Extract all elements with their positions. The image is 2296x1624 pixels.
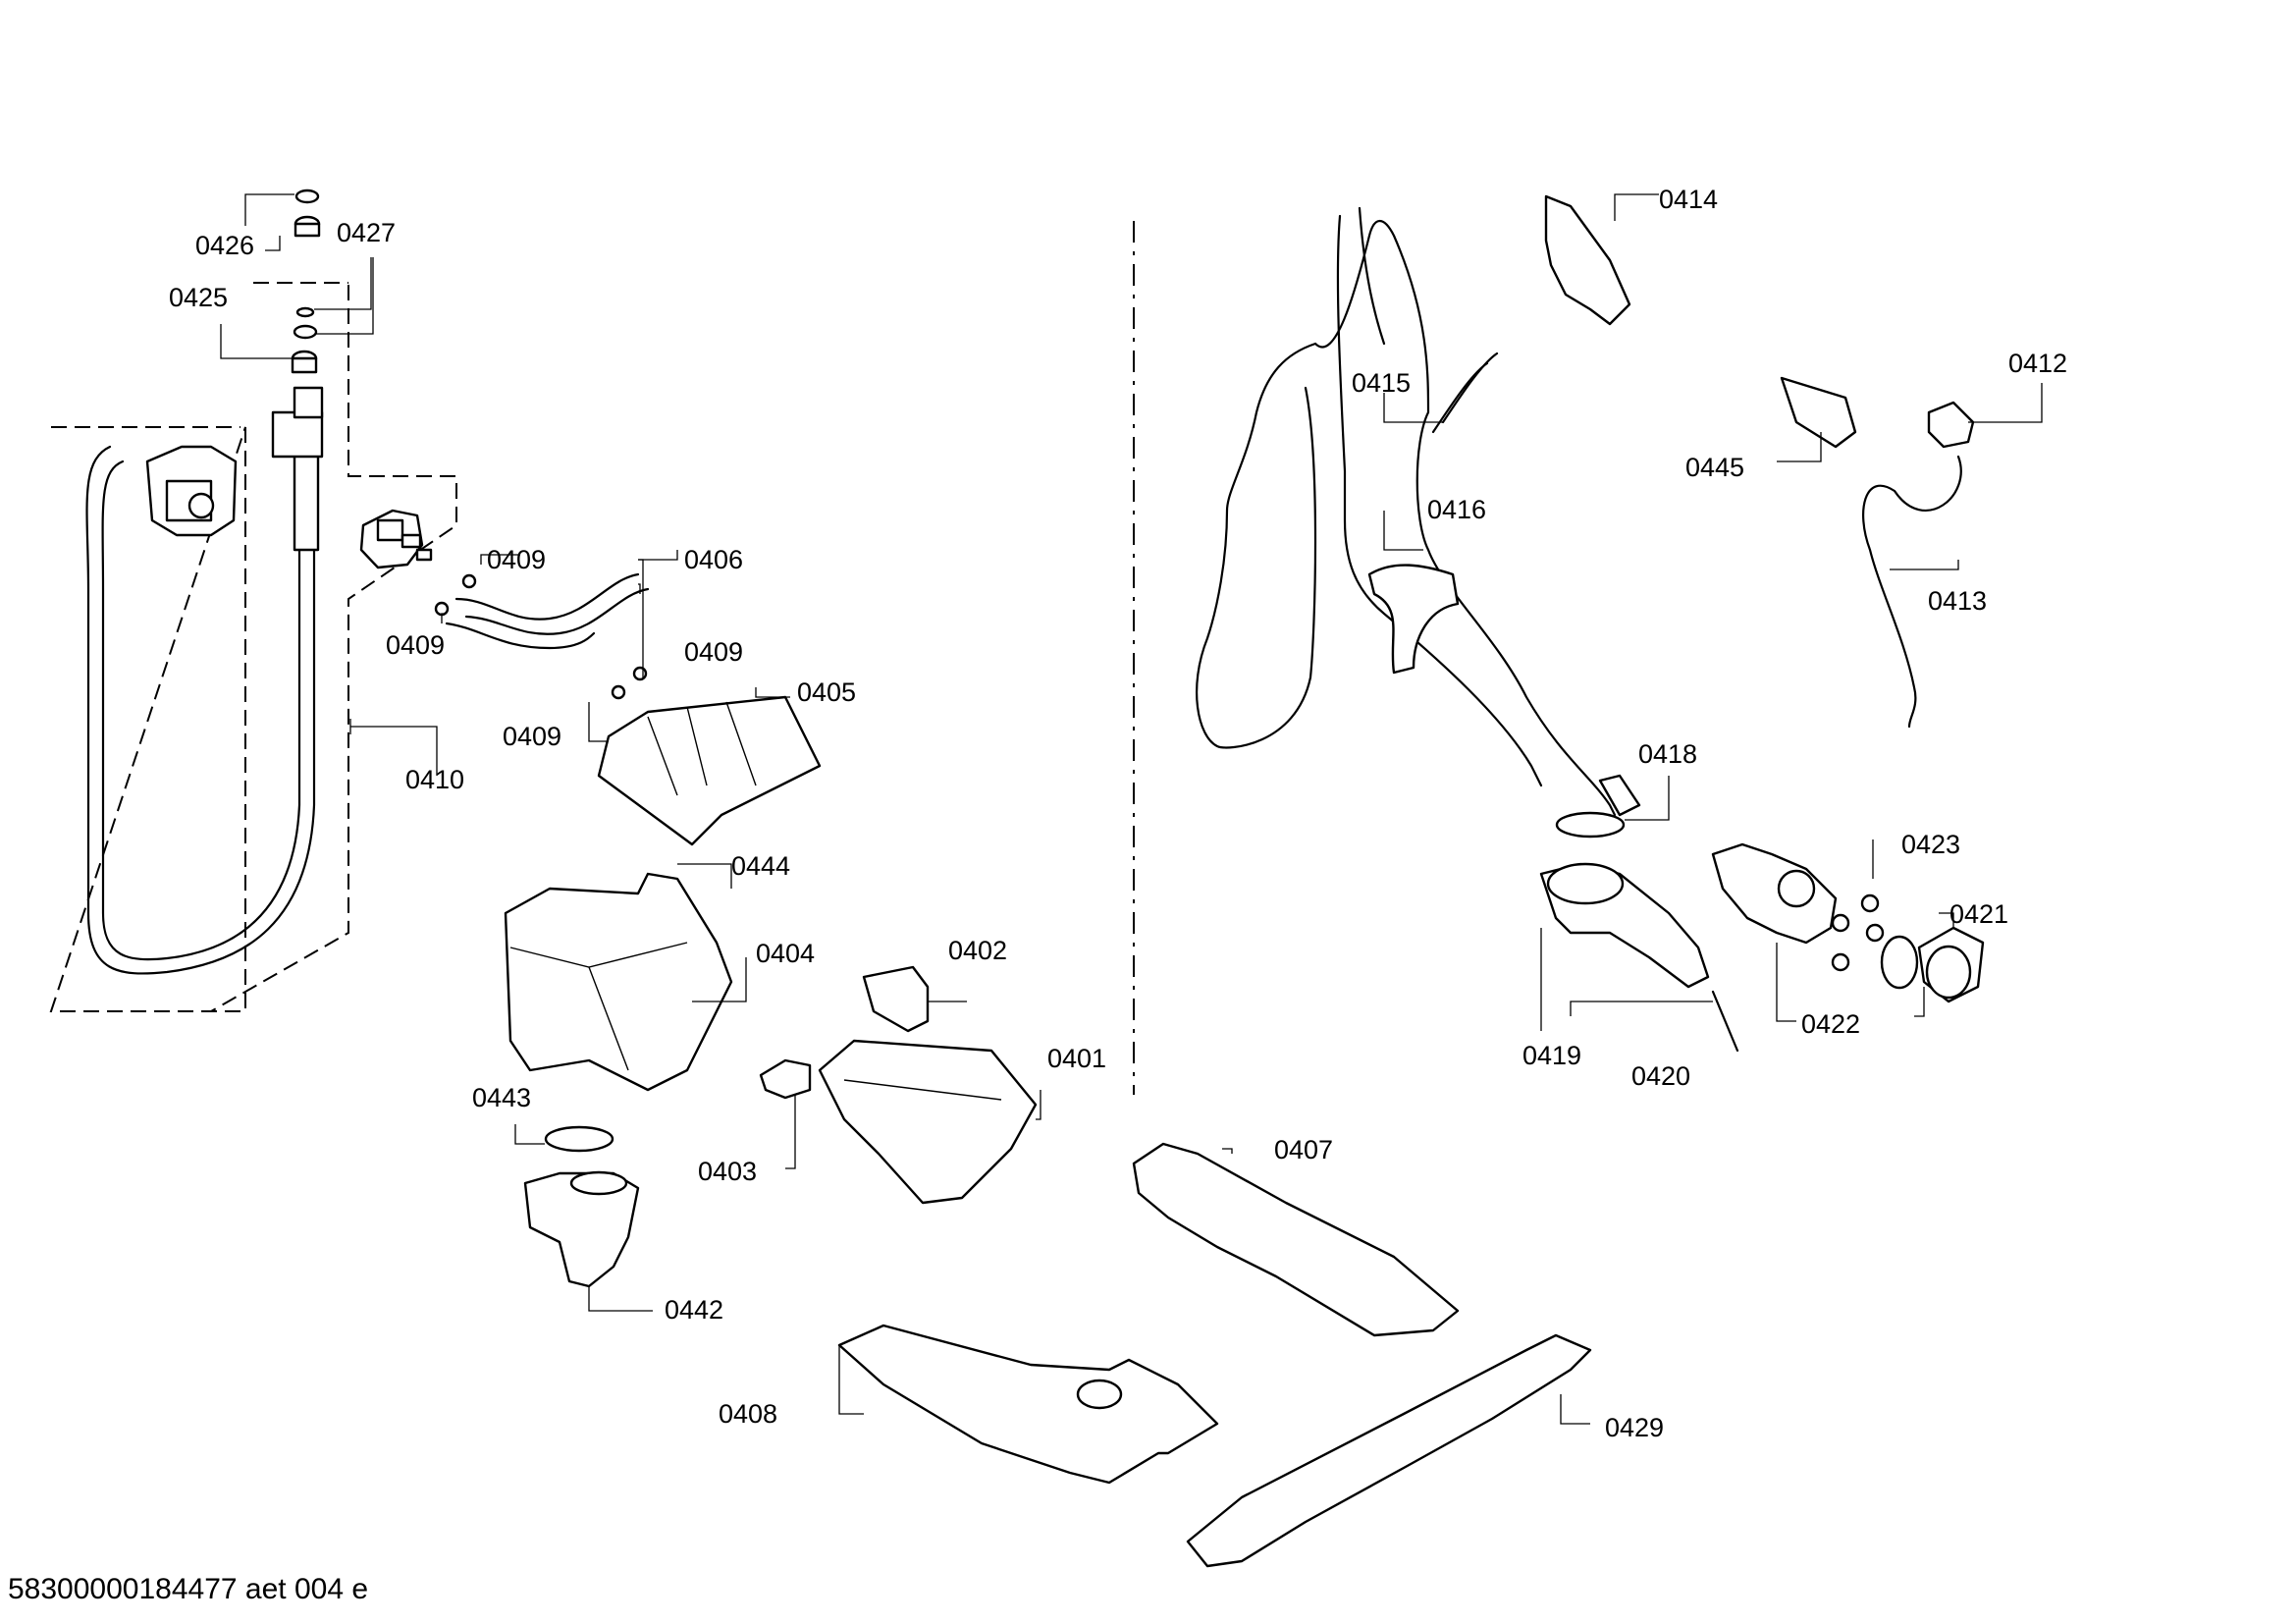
label-0443: 0443 — [472, 1083, 531, 1112]
holder-0445 — [1780, 376, 1857, 449]
solenoid-valve — [359, 509, 433, 569]
label-0409-c: 0409 — [684, 637, 743, 667]
clip-0409-b — [434, 601, 450, 617]
seal-ring-0421 — [1880, 935, 1919, 990]
sump-hose-0419 — [1539, 862, 1710, 989]
aquastop-valve — [145, 445, 238, 537]
cover-0407 — [1132, 1142, 1460, 1337]
label-0429: 0429 — [1605, 1413, 1664, 1442]
clamp-0418 — [1555, 811, 1626, 839]
washer-0427 — [291, 306, 318, 374]
label-0410: 0410 — [405, 765, 464, 794]
cover-0429 — [1186, 1333, 1592, 1568]
label-0419: 0419 — [1522, 1041, 1581, 1070]
label-0406: 0406 — [684, 545, 743, 574]
label-0409-a: 0409 — [487, 545, 546, 574]
label-0404: 0404 — [756, 939, 815, 968]
drawer-0401 — [818, 1039, 1038, 1205]
label-0421: 0421 — [1949, 899, 2008, 929]
label-0412: 0412 — [2008, 349, 2067, 378]
label-0427: 0427 — [337, 218, 396, 247]
wire-0413 — [1862, 455, 1962, 729]
label-0405: 0405 — [797, 677, 856, 707]
insert-0402 — [862, 965, 930, 1033]
label-0414: 0414 — [1659, 185, 1718, 214]
label-0416: 0416 — [1427, 495, 1486, 524]
inlet-group-boundary-2 — [210, 282, 457, 1012]
bellows-0442 — [523, 1170, 640, 1288]
label-0423: 0423 — [1901, 830, 1960, 859]
washer-0426 — [294, 189, 321, 238]
label-0402: 0402 — [948, 936, 1007, 965]
label-0420: 0420 — [1631, 1061, 1690, 1091]
cover-0408 — [837, 1324, 1219, 1485]
dispenser-housing-0404 — [504, 872, 733, 1092]
distributor-0405 — [597, 695, 822, 846]
label-0409-b: 0409 — [386, 630, 445, 660]
label-0408: 0408 — [719, 1399, 777, 1429]
cap-0403 — [759, 1058, 812, 1100]
leader-lines — [220, 193, 2043, 1425]
pump-cap-0421 — [1917, 926, 1985, 1003]
drain-pump-0422 — [1711, 842, 1838, 945]
label-0445: 0445 — [1685, 453, 1744, 482]
screw-0420 — [1711, 990, 1739, 1053]
label-0426: 0426 — [195, 231, 254, 260]
clip-0409-d — [611, 684, 626, 700]
label-0422: 0422 — [1801, 1009, 1860, 1039]
label-0403: 0403 — [698, 1157, 757, 1186]
drain-hose-0414 — [1196, 194, 1641, 817]
document-number: 58300000184477 aet 004 e — [8, 1573, 368, 1605]
clip-0409-a — [461, 573, 477, 589]
inlet-group-boundary — [49, 426, 246, 1012]
hose-0415 — [1431, 352, 1499, 434]
label-0442: 0442 — [665, 1295, 723, 1325]
label-0415: 0415 — [1352, 368, 1411, 398]
sensor-0412 — [1927, 401, 1975, 449]
seals-0423 — [1831, 893, 1885, 972]
label-0401: 0401 — [1047, 1044, 1106, 1073]
label-0444: 0444 — [731, 851, 790, 881]
clamp-0443 — [544, 1125, 614, 1153]
label-0407: 0407 — [1274, 1135, 1333, 1164]
inlet-hose-0410 — [85, 386, 324, 975]
label-0418: 0418 — [1638, 739, 1697, 769]
clip-0409-c — [632, 666, 648, 681]
label-0425: 0425 — [169, 283, 228, 312]
hose-holder-0416 — [1367, 564, 1460, 675]
label-0413: 0413 — [1928, 586, 1987, 616]
label-0409-d: 0409 — [503, 722, 561, 751]
hose-0406 — [445, 572, 650, 650]
